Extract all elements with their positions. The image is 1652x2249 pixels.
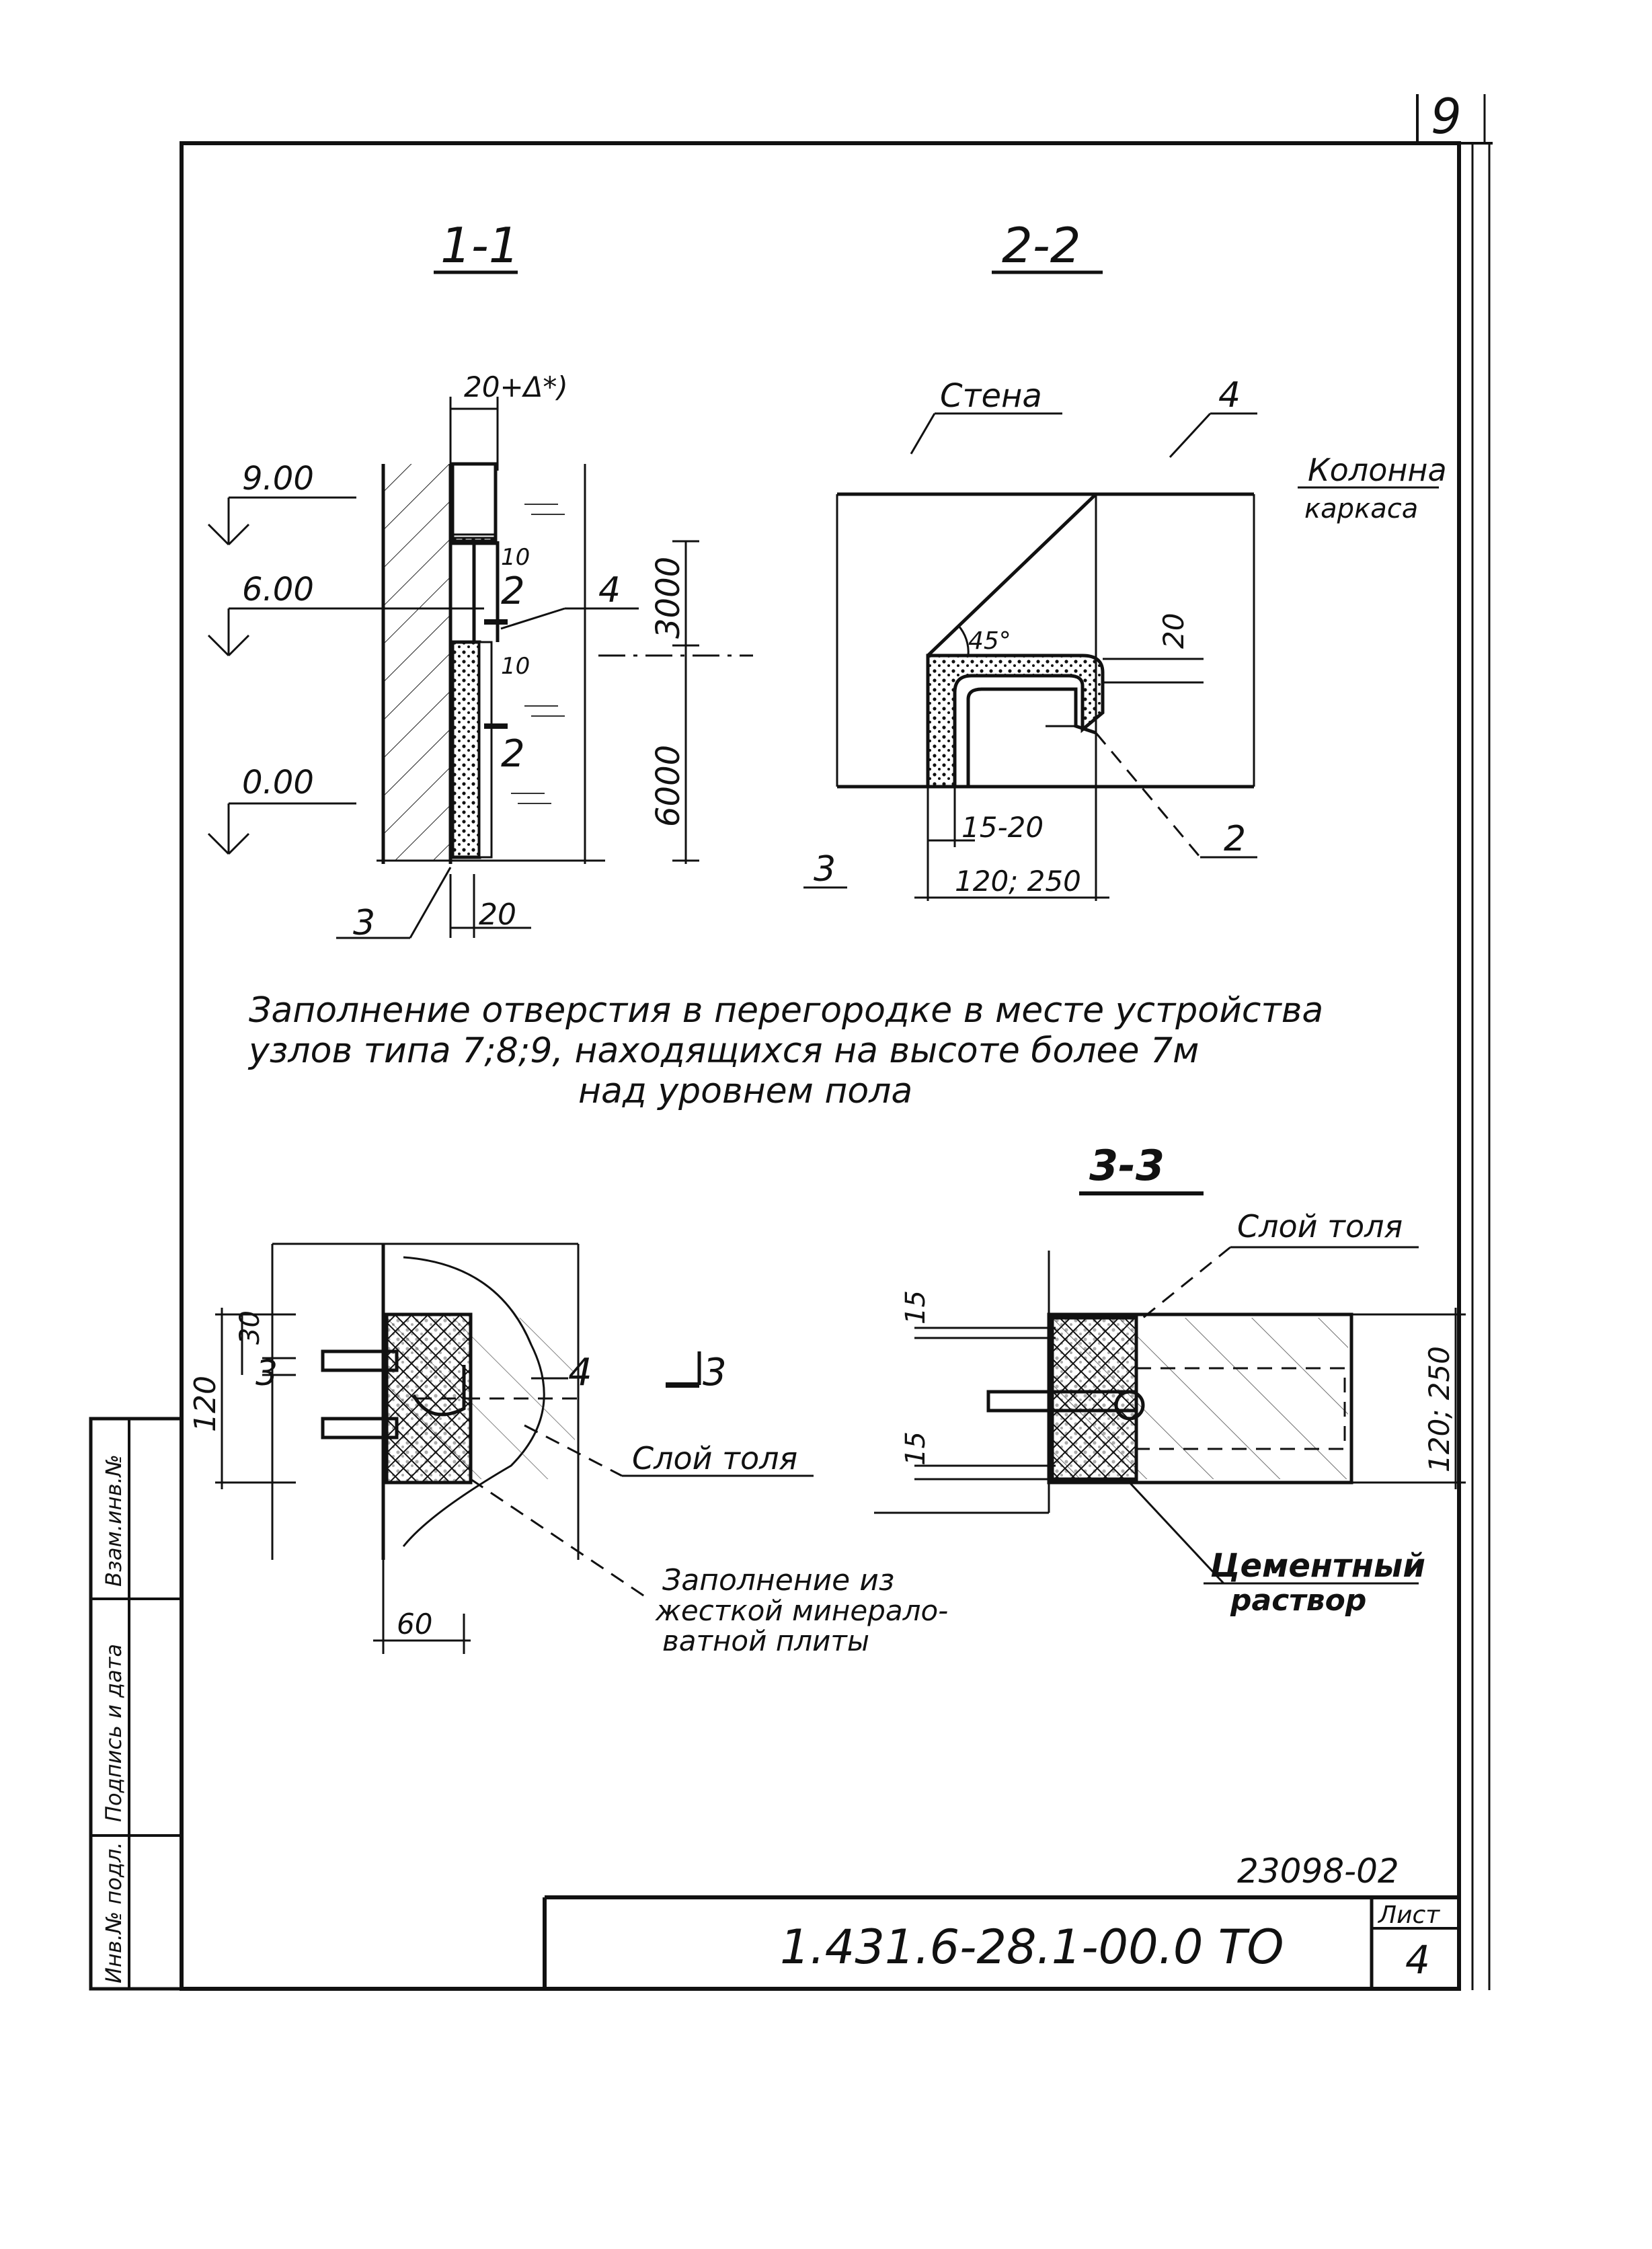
cut-mark-2-lower: 2 xyxy=(501,732,525,776)
stamp-signature-date: Подпись и дата xyxy=(101,1644,126,1822)
dim-6000: 6000 xyxy=(650,745,687,827)
dim-20-bottom: 20 xyxy=(479,898,516,932)
left-stamp: Взам.инв.№ Подпись и дата Инв.№ подл. xyxy=(89,1417,184,1991)
section-3-3: 3-3 Слой толя 15 15 120; 250 Цементный р… xyxy=(874,1141,1466,1618)
dim-15-lower: 15 xyxy=(900,1431,931,1466)
caption-line-1: Заполнение отверстия в перегородке в мес… xyxy=(249,990,1323,1031)
dim-top-gap: 20+Δ*) xyxy=(464,370,568,403)
cut-mark-3: 3 xyxy=(703,1351,727,1394)
level-0-00: 0.00 xyxy=(242,764,314,801)
label-tol-3-3: Слой толя xyxy=(1237,1208,1403,1245)
dim-30-detail: 30 xyxy=(235,1310,266,1345)
callout-3-section-2-2: 3 xyxy=(814,849,836,890)
sheet-frame xyxy=(180,94,1493,1991)
title-block xyxy=(543,1895,1459,1989)
dim-60-detail: 60 xyxy=(397,1608,432,1641)
label-column-2: каркаса xyxy=(1304,494,1418,524)
stamp-replaced-inv: Взам.инв.№ xyxy=(101,1454,126,1587)
callout-4-section-2-2: 4 xyxy=(1218,375,1241,416)
label-tol-detail: Слой толя xyxy=(632,1440,797,1476)
dim-3-detail: 3 xyxy=(255,1353,278,1394)
page-number: 9 xyxy=(1431,88,1462,145)
dim-120-detail: 120 xyxy=(188,1376,223,1432)
level-9-00: 9.00 xyxy=(242,460,314,498)
callout-2-section-2-2: 2 xyxy=(1224,819,1246,859)
dim-10-lower: 10 xyxy=(501,653,530,680)
label-wall: Стена xyxy=(940,377,1042,415)
callout-4-detail: 4 xyxy=(568,1351,592,1394)
caption: Заполнение отверстия в перегородке в мес… xyxy=(247,990,1323,1111)
dim-15-upper: 15 xyxy=(900,1290,931,1325)
sheet-label: Лист xyxy=(1377,1901,1440,1929)
fill-label-1: Заполнение из xyxy=(662,1563,894,1597)
label-column-1: Колонна xyxy=(1308,452,1447,488)
level-6-00: 6.00 xyxy=(242,571,314,608)
dim-15-20: 15-20 xyxy=(961,811,1044,844)
section-3-3-title: 3-3 xyxy=(1089,1141,1165,1190)
caption-line-3: над уровнем пола xyxy=(578,1071,912,1111)
inventory-code: 23098-02 xyxy=(1237,1852,1399,1891)
cement-label-2: раствор xyxy=(1230,1583,1366,1618)
dim-20-section-2-2: 20 xyxy=(1157,613,1190,649)
section-1-1: 1-1 20+Δ*) 9.00 xyxy=(207,217,753,943)
fill-label-2: жесткой минерало- xyxy=(655,1594,948,1627)
dim-3000: 3000 xyxy=(650,557,687,639)
sheet-number: 4 xyxy=(1405,1937,1430,1983)
section-2-2: 2-2 Стена 4 Колонна каркаса 45° 20 xyxy=(803,217,1447,901)
detail-elevation: 120 30 3 3 4 Слой толя Заполнение из жес… xyxy=(188,1242,948,1657)
cement-label-1: Цементный xyxy=(1210,1547,1425,1585)
dim-10-upper: 10 xyxy=(501,544,530,571)
cut-mark-2-upper: 2 xyxy=(501,569,525,613)
stamp-inv-original: Инв.№ подл. xyxy=(101,1842,126,1983)
section-2-2-title: 2-2 xyxy=(1002,217,1081,274)
fill-label-3: ватной плиты xyxy=(662,1624,869,1657)
dim-120-250: 120; 250 xyxy=(955,865,1081,898)
dim-120-250-3-3: 120; 250 xyxy=(1423,1346,1456,1472)
angle-45: 45° xyxy=(968,627,1011,655)
callout-3-section-1-1: 3 xyxy=(353,903,375,943)
document-code: 1.431.6-28.1-00.0 ТО xyxy=(780,1920,1284,1975)
caption-line-2: узлов типа 7;8;9, находящихся на высоте … xyxy=(247,1031,1199,1071)
section-1-1-title: 1-1 xyxy=(440,217,520,274)
callout-4: 4 xyxy=(598,570,621,610)
